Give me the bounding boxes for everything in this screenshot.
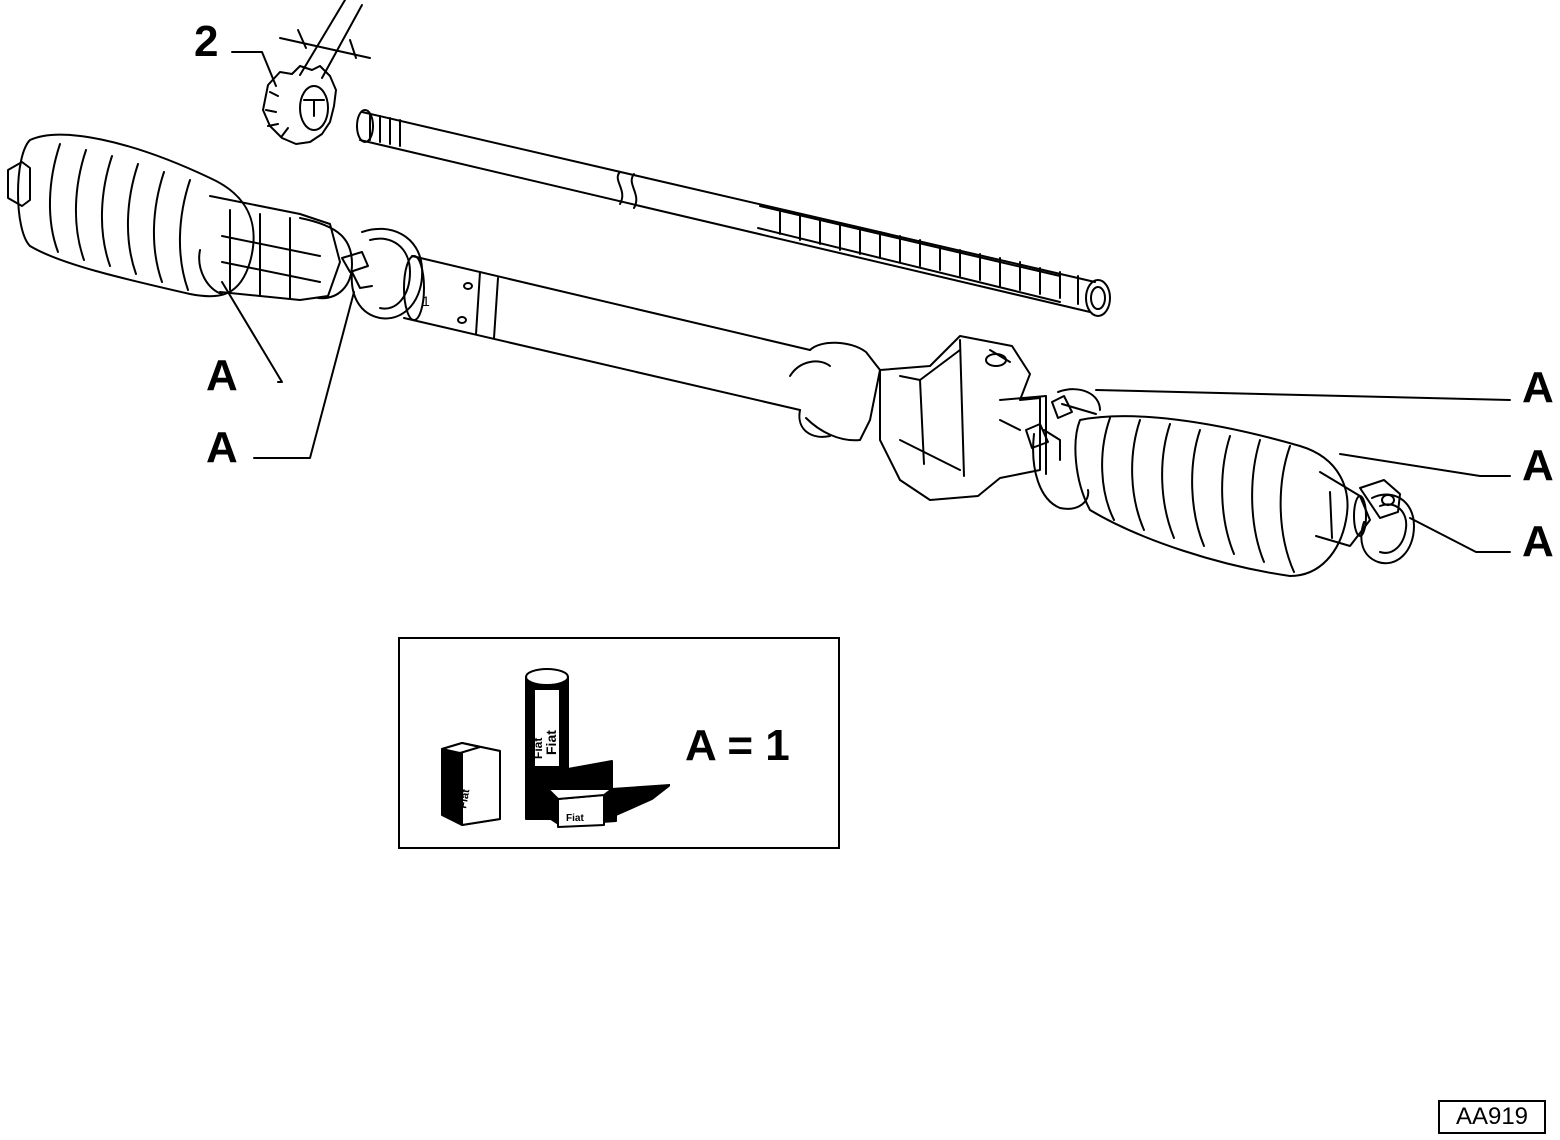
callout-a-right-middle: A [1522,441,1554,490]
right-inner-boot-clamp [1025,388,1101,510]
right-outer-boot-clamp [1359,479,1415,565]
toothed-rack-bar [356,109,1111,317]
legend-equation: A = 1 [685,721,790,770]
product-tube-label: Fiat [543,730,559,755]
callout-2: 2 [194,17,218,66]
callout-a-right-bottom: A [1522,517,1554,566]
left-bellows-boot [7,133,353,301]
figure-code: AA919 [1438,1100,1546,1134]
right-bellows-boot [1074,415,1371,577]
product-left-label: Fiat [457,788,472,810]
pinion-gear-part-2 [262,0,371,145]
callout-a-right-top: A [1522,363,1554,412]
svg-text:1: 1 [422,293,430,309]
left-boot-clamp [341,227,424,320]
product-top-label: Fiat [531,738,545,759]
rack-housing-tube: 1 [403,255,881,442]
callout-a-left-lower: A [206,423,238,472]
lubricant-products-icon: Fiat Fiat Fiat Fiat [441,668,670,828]
product-right-label: Fiat [566,813,584,824]
leader-lines [221,51,1511,553]
legend-box: Fiat Fiat Fiat Fiat A = 1 [398,637,840,849]
pinion-gear-housing [879,335,1047,501]
callout-a-left-upper: A [206,351,238,400]
